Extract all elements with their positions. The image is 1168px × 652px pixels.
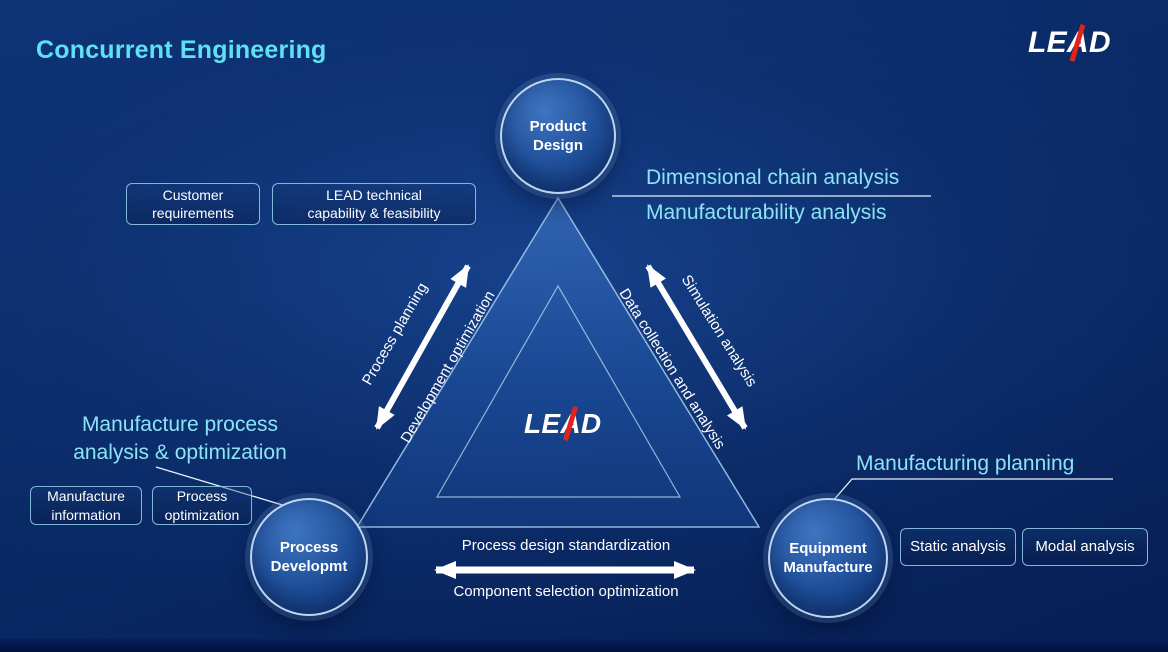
callout-manufacturability-analysis: Manufacturability analysis [646,201,887,224]
node-product-design-line1: Product [529,117,587,135]
outer-triangle [355,196,761,528]
tag-process-optimization: Process optimization [152,486,252,525]
tag-manufacture-information: Manufacture information [30,486,142,525]
callout-manufacture-process-line1: Manufacture process [81,413,279,436]
page-title: Concurrent Engineering [36,36,327,64]
node-process-developmt: Process Developmt [250,498,368,616]
node-equipment-manufacture-line2: Manufacture [783,559,873,576]
node-equipment-manufacture-line1: Equipment [789,539,867,557]
label-component-selection-optimization: Component selection optimization [453,583,679,600]
node-equipment-manufacture: Equipment Manufacture [768,498,888,618]
callout-dimensional-chain-analysis: Dimensional chain analysis [646,166,900,189]
tag-customer-requirements: Customer requirements [126,183,260,225]
arrow-left [374,264,471,430]
node-process-developmt-line1: Process [279,538,339,556]
callout-manufacture-process-line2: analysis & optimization [73,440,287,464]
tag-customer-requirements-line1: Customer [162,186,224,203]
tag-lead-capability: LEAD technical capability & feasibility [272,183,476,225]
bottom-band [0,639,1168,652]
tag-manufacture-information-line1: Manufacture [47,488,125,505]
tag-static-analysis-label: Static analysis [910,538,1006,556]
callout-manufacturing-planning: Manufacturing planning [856,452,1075,475]
tag-lead-capability-line2: capability & feasibility [307,205,441,221]
tag-manufacture-information-line2: information [51,506,121,523]
callout-manufacture-process: Manufacture process analysis & optimizat… [55,411,305,466]
tag-modal-analysis-label: Modal analysis [1035,538,1135,556]
lead-logo-text: LEAD [1028,26,1111,59]
node-process-developmt-line2: Developmt [270,558,348,575]
node-product-design-line2: Design [532,137,583,154]
tag-process-optimization-line1: Process [176,488,228,505]
tag-customer-requirements-line2: requirements [152,205,234,221]
arrow-right [645,264,748,430]
label-process-design-standardization: Process design standardization [461,537,671,554]
callout-line-process [155,466,290,508]
tag-modal-analysis: Modal analysis [1022,528,1148,566]
center-lead-logo: LEAD [524,406,602,442]
tag-lead-capability-line1: LEAD technical [326,186,422,203]
lead-logo: LEAD [1028,23,1111,62]
tag-process-optimization-line2: optimization [164,506,240,523]
tag-static-analysis: Static analysis [900,528,1016,566]
node-product-design: Product Design [500,78,616,194]
inner-triangle [435,284,682,498]
center-lead-logo-text: LEAD [524,408,602,439]
